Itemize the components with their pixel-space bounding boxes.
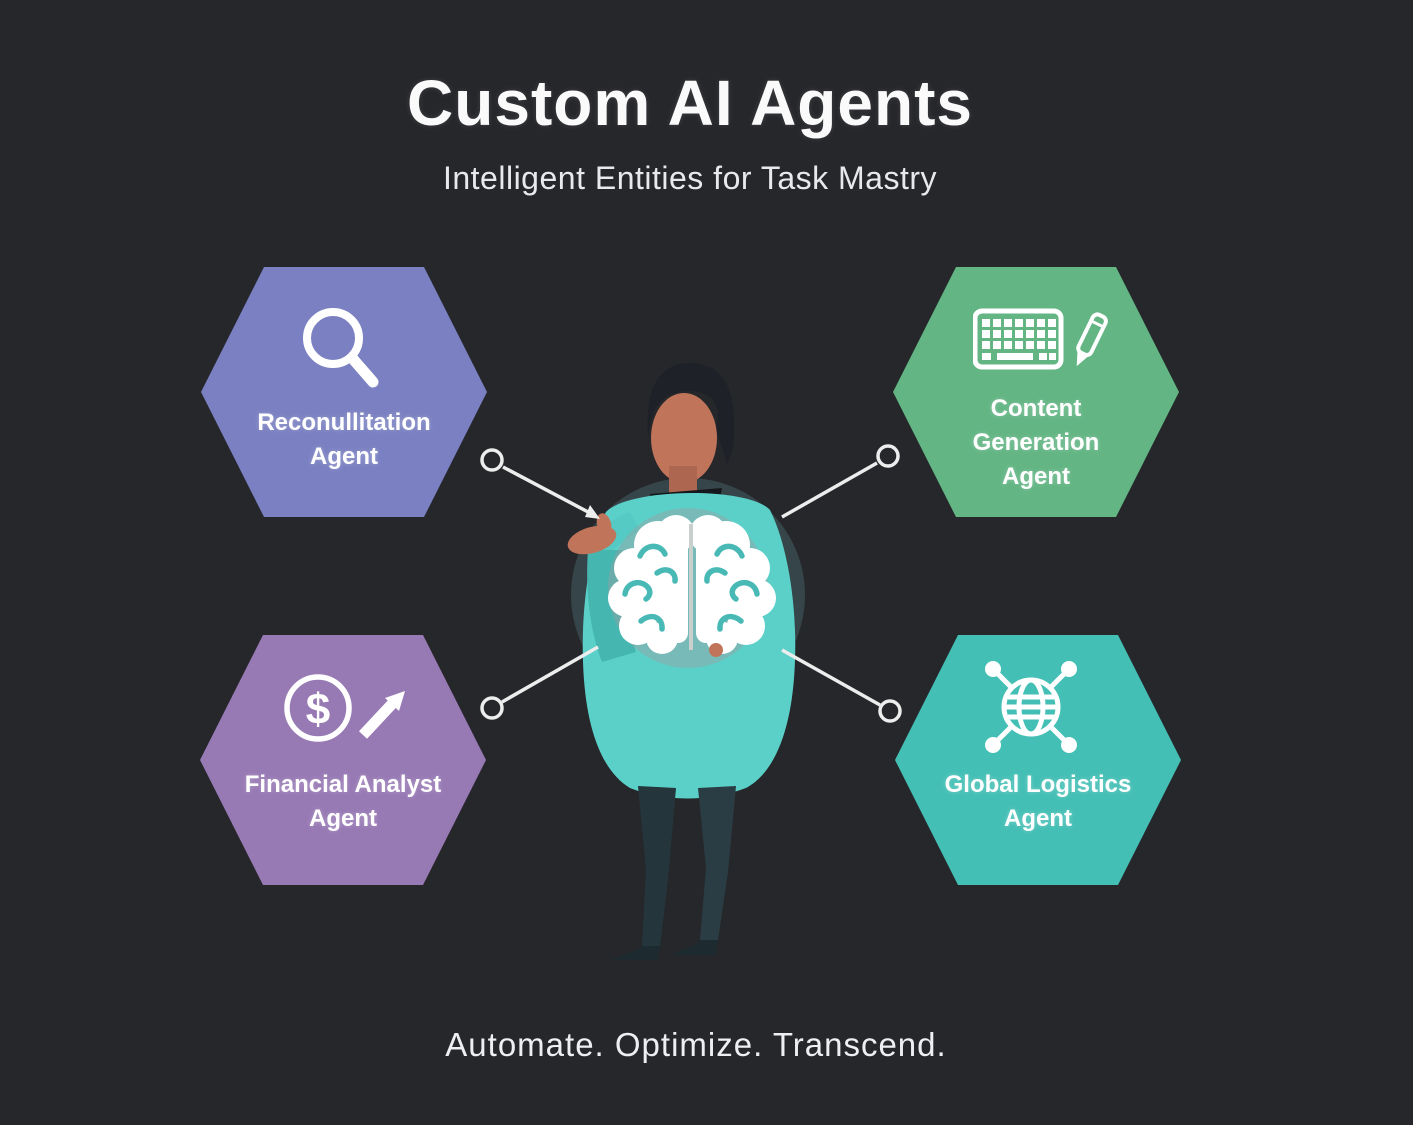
glow-inner-circle [608,508,768,668]
agent-card-content-generation: Content Generation Agent [892,266,1180,518]
left-foot [612,946,660,960]
agent-label-line: Reconullitation [257,409,431,436]
person-figure [567,362,796,960]
magnifier-icon [303,308,379,388]
collar [650,488,722,510]
agent-label: Reconullitation Agent [200,406,488,474]
hair [647,362,735,464]
agent-label: Global Logistics Agent [894,768,1182,836]
agent-label-line: Agent [1002,463,1070,490]
hexagon-shape [200,635,486,885]
left-sleeve [590,512,640,560]
hair-top [649,364,734,420]
page-title: Custom AI Agents [407,67,973,139]
dollar-growth-icon: $ [284,674,405,742]
hexagon-shape [201,267,487,517]
hand [567,513,617,555]
agent-label-line: Global Logistics [944,771,1132,798]
hexagon-shape [895,635,1181,885]
arrowhead-icon [585,505,600,519]
agent-label-line: Financial Analyst [244,771,442,798]
glow-outer-circle [571,478,805,712]
neck [669,466,697,494]
sweater [582,492,796,799]
agent-label-line: Agent [310,443,378,470]
brain-icon [608,515,776,657]
hexagon-shape [893,267,1179,517]
agent-label-line: Agent [309,805,377,832]
agent-label-line: Generation [972,429,1100,456]
agent-label: Financial Analyst Agent [199,768,487,836]
keyboard-pencil-icon [973,308,1108,370]
forearm-sleeve [587,550,636,662]
right-foot [671,940,718,955]
face [651,393,717,483]
fingertip [709,643,723,657]
page-subtitle: Intelligent Entities for Task Mastry [442,160,938,196]
globe-network-icon [985,661,1077,753]
dollar-glyph: $ [306,685,330,734]
agent-card-financial-analyst: $ Financial Analyst Agent [199,634,487,886]
agent-label-line: Agent [1004,805,1072,832]
agent-card-reconullitation: Reconullitation Agent [200,266,488,518]
footer-tagline: Automate. Optimize. Transcend. [445,1026,947,1063]
agent-card-global-logistics: Global Logistics Agent [894,634,1182,886]
connector-lines [480,444,902,723]
brain-gyri [622,543,760,632]
agent-label-line: Content [990,395,1082,422]
left-leg [638,786,676,946]
right-leg [698,786,736,940]
arrow-up-right-icon [385,691,405,711]
agent-label: Content Generation Agent [892,392,1180,494]
pencil-icon [1076,312,1108,367]
